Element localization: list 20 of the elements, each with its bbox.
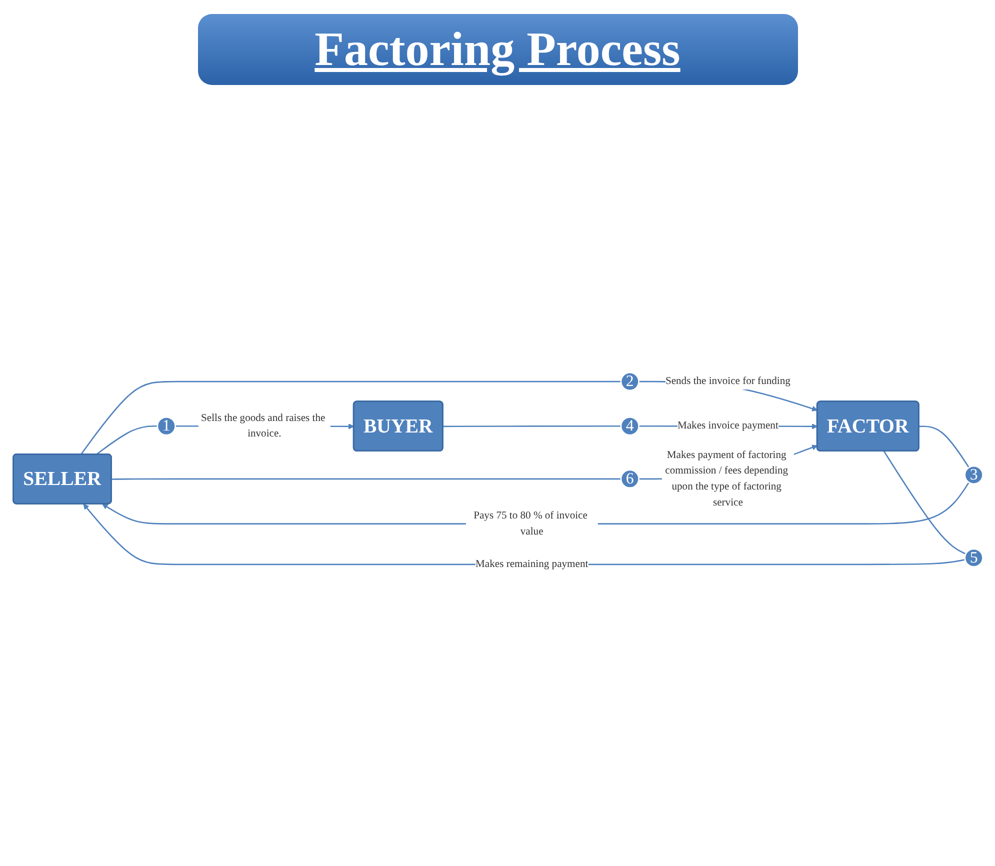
edge-label: Sells the goods and raises the invoice. bbox=[200, 412, 325, 440]
node-circle: 5 bbox=[964, 548, 983, 568]
connector bbox=[80, 380, 620, 455]
connector bbox=[96, 425, 157, 456]
edge-label: Sends the invoice for funding bbox=[664, 376, 790, 387]
node-circle: 3 bbox=[964, 465, 983, 485]
node-circle: 2 bbox=[620, 372, 639, 392]
connector bbox=[918, 426, 969, 468]
node-circle: 4 bbox=[620, 416, 639, 436]
connector bbox=[111, 478, 620, 480]
node-circle: 6 bbox=[620, 469, 639, 488]
connector bbox=[442, 425, 620, 428]
edge-label: Makes remaining payment bbox=[475, 558, 588, 570]
edge-label: Makes invoice payment bbox=[676, 420, 778, 432]
node-circle: 1 bbox=[156, 416, 176, 436]
title-banner: Factoring Process bbox=[198, 14, 798, 85]
edge-label: Pays 75 to 80 % of invoice value bbox=[473, 510, 587, 538]
connector bbox=[882, 450, 966, 555]
arrow bbox=[82, 504, 965, 566]
edge-label: Makes payment of factoring commission / fees depending upon the type of factoring service bbox=[664, 449, 788, 508]
